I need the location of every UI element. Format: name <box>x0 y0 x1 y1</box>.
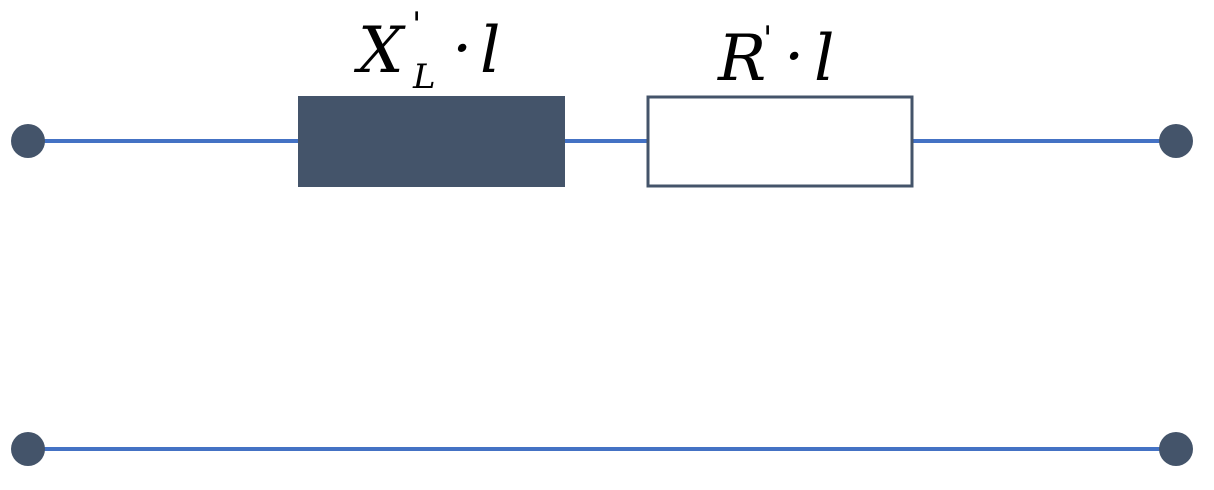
inductor-label-subscript: L <box>412 57 436 97</box>
terminal-top-right <box>1159 124 1193 158</box>
inductor-label: X ' L · l <box>353 5 500 97</box>
inductor-label-prime: ' <box>412 5 421 45</box>
resistor-block <box>646 95 914 188</box>
inductor-label-dot: · <box>452 12 472 86</box>
resistor-label-main: R <box>717 22 766 96</box>
terminal-bottom-right <box>1159 432 1193 466</box>
resistor-label-prime: ' <box>763 19 772 59</box>
resistor-label: R ' · l <box>717 19 834 96</box>
terminal-top-left <box>11 124 45 158</box>
inductor-label-main: X <box>353 14 406 88</box>
inductor-label-length: l <box>480 14 500 88</box>
inductor-reactance-block <box>298 96 565 187</box>
resistor-label-length: l <box>814 22 834 96</box>
resistor-label-dot: · <box>784 20 804 94</box>
terminal-bottom-left <box>11 432 45 466</box>
